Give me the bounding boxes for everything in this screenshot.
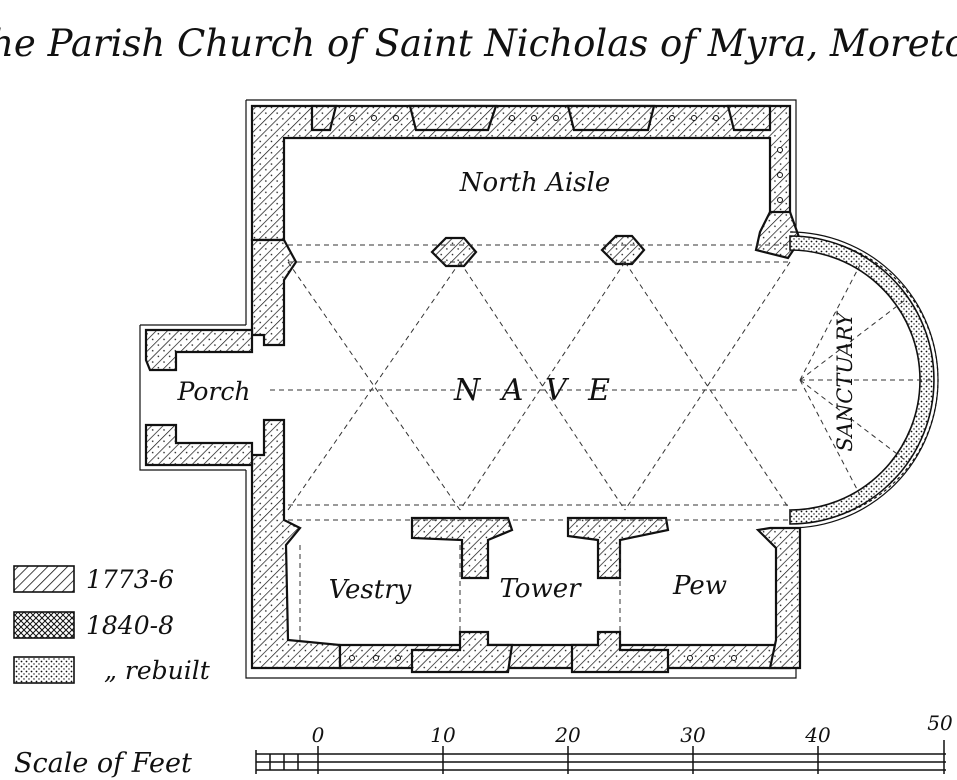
scale-tick-20: 20	[554, 723, 581, 747]
vault-lines	[270, 244, 935, 640]
label-tower: Tower	[499, 574, 582, 604]
walls	[144, 104, 802, 674]
legend-swatch-crosshatch	[13, 611, 75, 639]
outer-outline	[139, 99, 797, 679]
legend-label-3: „ rebuilt	[104, 656, 211, 685]
label-pew: Pew	[672, 571, 727, 601]
legend-swatch-dots	[13, 656, 75, 684]
label-vestry: Vestry	[329, 575, 412, 605]
label-north-aisle: North Aisle	[459, 168, 610, 198]
scale-tick-30: 30	[680, 723, 706, 747]
scale-bar: Scale of Feet 0 10 20 30 40 50	[14, 711, 953, 779]
label-porch: Porch	[177, 377, 251, 406]
legend-label-2: 1840-8	[86, 611, 174, 640]
scale-tick-50: 50	[927, 711, 953, 735]
legend-swatch-hatch	[13, 565, 75, 593]
legend-label-1: 1773-6	[86, 565, 174, 594]
label-sanctuary: SANCTUARY	[833, 310, 857, 451]
scale-title: Scale of Feet	[14, 748, 192, 779]
scale-tick-10: 10	[430, 723, 456, 747]
legend: 1773-6 1840-8 „ rebuilt	[13, 565, 211, 685]
scale-tick-0: 0	[312, 723, 325, 747]
sanctuary-apse	[789, 231, 939, 529]
window-marks	[349, 115, 783, 661]
plan-title: The Parish Church of Saint Nicholas of M…	[0, 22, 957, 65]
label-nave: N A V E	[453, 373, 616, 408]
scale-tick-40: 40	[804, 723, 831, 747]
